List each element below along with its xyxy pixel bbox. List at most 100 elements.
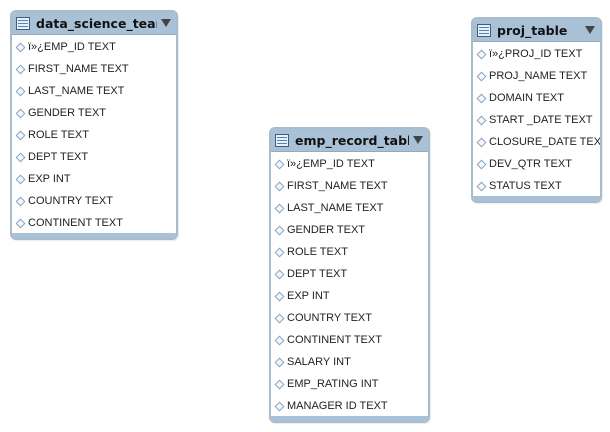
column-diamond-icon: [274, 225, 285, 235]
column-row[interactable]: CONTINENT TEXT: [271, 329, 428, 351]
column-row[interactable]: ROLE TEXT: [271, 241, 428, 263]
column-label: LAST_NAME TEXT: [287, 202, 384, 214]
column-diamond-icon: [15, 108, 26, 118]
column-diamond-icon: [15, 196, 26, 206]
column-diamond-icon: [476, 181, 487, 191]
column-diamond-icon: [274, 313, 285, 323]
table-footer: [271, 416, 428, 421]
column-label: DEV_QTR TEXT: [489, 158, 572, 170]
column-diamond-icon: [476, 71, 487, 81]
column-diamond-icon: [274, 159, 285, 169]
dropdown-arrow-icon[interactable]: [585, 26, 595, 34]
column-row[interactable]: CLOSURE_DATE TEXT: [473, 131, 600, 153]
column-diamond-icon: [15, 130, 26, 140]
column-label: EMP_RATING INT: [287, 378, 379, 390]
column-diamond-icon: [15, 86, 26, 96]
table-title: emp_record_table: [295, 132, 409, 148]
table-header[interactable]: data_science_team: [12, 12, 176, 35]
column-diamond-icon: [274, 379, 285, 389]
column-row[interactable]: LAST_NAME TEXT: [12, 80, 176, 102]
column-row[interactable]: FIRST_NAME TEXT: [12, 58, 176, 80]
column-row[interactable]: GENDER TEXT: [12, 102, 176, 124]
column-diamond-icon: [274, 203, 285, 213]
column-label: CLOSURE_DATE TEXT: [489, 136, 602, 148]
column-row[interactable]: COUNTRY TEXT: [12, 190, 176, 212]
column-label: ROLE TEXT: [287, 246, 348, 258]
column-label: GENDER TEXT: [28, 107, 107, 119]
column-row[interactable]: EXP INT: [12, 168, 176, 190]
column-row[interactable]: FIRST_NAME TEXT: [271, 175, 428, 197]
column-label: EXP INT: [28, 173, 71, 185]
column-diamond-icon: [476, 49, 487, 59]
column-list: ï»¿EMP_ID TEXT FIRST_NAME TEXT LAST_NAME…: [12, 35, 176, 234]
column-label: MANAGER ID TEXT: [287, 400, 388, 412]
column-row[interactable]: MANAGER ID TEXT: [271, 395, 428, 417]
table-footer: [12, 233, 176, 238]
column-row[interactable]: DEPT TEXT: [271, 263, 428, 285]
column-list: ï»¿PROJ_ID TEXT PROJ_NAME TEXT DOMAIN TE…: [473, 42, 600, 197]
column-label: ï»¿EMP_ID TEXT: [28, 41, 116, 53]
column-row[interactable]: DOMAIN TEXT: [473, 87, 600, 109]
column-row[interactable]: EXP INT: [271, 285, 428, 307]
table-footer: [473, 196, 600, 201]
table-icon: [477, 23, 491, 37]
column-label: EXP INT: [287, 290, 330, 302]
column-label: DEPT TEXT: [287, 268, 348, 280]
column-row[interactable]: DEV_QTR TEXT: [473, 153, 600, 175]
column-row[interactable]: DEPT TEXT: [12, 146, 176, 168]
column-diamond-icon: [274, 335, 285, 345]
column-diamond-icon: [15, 174, 26, 184]
dropdown-arrow-icon[interactable]: [413, 136, 423, 144]
column-diamond-icon: [476, 115, 487, 125]
column-row[interactable]: ROLE TEXT: [12, 124, 176, 146]
column-row[interactable]: CONTINENT TEXT: [12, 212, 176, 234]
column-diamond-icon: [476, 137, 487, 147]
column-diamond-icon: [476, 159, 487, 169]
table-header[interactable]: emp_record_table: [271, 129, 428, 152]
column-row[interactable]: ï»¿EMP_ID TEXT: [271, 153, 428, 175]
table-emp-record-table[interactable]: emp_record_table ï»¿EMP_ID TEXT FIRST_NA…: [269, 127, 430, 423]
column-diamond-icon: [15, 152, 26, 162]
table-title: proj_table: [497, 22, 568, 38]
column-diamond-icon: [15, 64, 26, 74]
column-label: DEPT TEXT: [28, 151, 89, 163]
column-diamond-icon: [274, 291, 285, 301]
column-label: START _DATE TEXT: [489, 114, 593, 126]
column-label: ROLE TEXT: [28, 129, 89, 141]
column-diamond-icon: [274, 401, 285, 411]
column-label: PROJ_NAME TEXT: [489, 70, 588, 82]
column-label: SALARY INT: [287, 356, 351, 368]
column-label: DOMAIN TEXT: [489, 92, 564, 104]
column-row[interactable]: START _DATE TEXT: [473, 109, 600, 131]
column-list: ï»¿EMP_ID TEXT FIRST_NAME TEXT LAST_NAME…: [271, 152, 428, 417]
column-row[interactable]: PROJ_NAME TEXT: [473, 65, 600, 87]
column-row[interactable]: ï»¿EMP_ID TEXT: [12, 36, 176, 58]
table-data-science-team[interactable]: data_science_team ï»¿EMP_ID TEXT FIRST_N…: [10, 10, 178, 240]
table-header[interactable]: proj_table: [473, 19, 600, 42]
column-label: CONTINENT TEXT: [28, 217, 123, 229]
column-label: COUNTRY TEXT: [287, 312, 372, 324]
dropdown-arrow-icon[interactable]: [161, 19, 171, 27]
column-label: ï»¿PROJ_ID TEXT: [489, 48, 583, 60]
column-label: GENDER TEXT: [287, 224, 366, 236]
table-icon: [275, 133, 289, 147]
column-row[interactable]: EMP_RATING INT: [271, 373, 428, 395]
column-diamond-icon: [274, 181, 285, 191]
column-label: FIRST_NAME TEXT: [28, 63, 129, 75]
column-row[interactable]: GENDER TEXT: [271, 219, 428, 241]
table-icon: [16, 16, 30, 30]
column-label: COUNTRY TEXT: [28, 195, 113, 207]
table-title: data_science_team: [36, 15, 157, 31]
table-proj-table[interactable]: proj_table ï»¿PROJ_ID TEXT PROJ_NAME TEX…: [471, 17, 602, 203]
column-label: LAST_NAME TEXT: [28, 85, 125, 97]
column-diamond-icon: [274, 357, 285, 367]
column-row[interactable]: STATUS TEXT: [473, 175, 600, 197]
column-diamond-icon: [274, 247, 285, 257]
column-diamond-icon: [15, 42, 26, 52]
column-row[interactable]: LAST_NAME TEXT: [271, 197, 428, 219]
column-label: ï»¿EMP_ID TEXT: [287, 158, 375, 170]
column-row[interactable]: SALARY INT: [271, 351, 428, 373]
column-row[interactable]: COUNTRY TEXT: [271, 307, 428, 329]
column-row[interactable]: ï»¿PROJ_ID TEXT: [473, 43, 600, 65]
column-diamond-icon: [15, 218, 26, 228]
